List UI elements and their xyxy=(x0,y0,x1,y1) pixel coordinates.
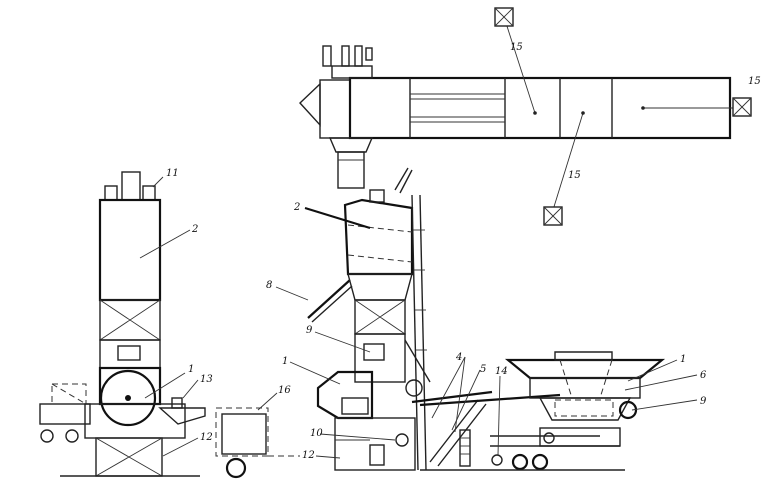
cable-top xyxy=(504,19,536,114)
side-elevation xyxy=(307,167,666,471)
side-mixer-drum xyxy=(316,370,374,420)
side-silo xyxy=(343,198,414,276)
receiving-hopper xyxy=(504,358,666,380)
callout-14: 14 xyxy=(495,366,508,377)
callout-4: 4 xyxy=(455,352,462,363)
callout-16: 16 xyxy=(278,385,291,396)
callout-12-left: 12 xyxy=(200,432,213,443)
callout-11: 11 xyxy=(166,168,179,179)
leader-lines xyxy=(139,176,698,459)
plan-top-fitting xyxy=(331,65,373,79)
cable-bottom xyxy=(552,112,584,211)
outlet-box-top xyxy=(494,7,514,27)
callout-2-left: 2 xyxy=(191,224,198,235)
callout-1-left: 1 xyxy=(188,364,194,375)
callout-12-right: 12 xyxy=(302,450,315,461)
plan-hopper xyxy=(328,137,374,153)
plan-head-block xyxy=(319,79,351,139)
callout-15-top: 15 xyxy=(510,42,523,53)
outlet-box-right xyxy=(732,97,752,117)
callout-15-right: 15 xyxy=(748,76,761,87)
end-mixer-drum xyxy=(99,369,157,427)
callout-13: 13 xyxy=(200,374,213,385)
plan-nose xyxy=(299,82,321,127)
callout-2-right: 2 xyxy=(293,202,300,213)
callout-8: 10 xyxy=(310,428,323,439)
callout-9-left: 9 xyxy=(306,325,313,336)
cart-16 xyxy=(215,407,300,479)
callout-5: 5 xyxy=(480,364,486,375)
plan-view xyxy=(299,7,752,226)
trailer-chassis xyxy=(419,393,561,407)
callout-9-right: 9 xyxy=(700,396,707,407)
end-elevation xyxy=(39,171,206,477)
callout-1-mid: 1 xyxy=(282,356,288,367)
callout-1-right: 1 xyxy=(680,354,686,365)
end-silo-body xyxy=(98,198,162,302)
callout-6: 6 xyxy=(700,370,707,381)
callout-labels: 11 2 1 13 12 16 2 8 9 1 4 5 14 10 12 1 6… xyxy=(166,42,761,461)
callout-10: 8 xyxy=(266,280,272,291)
arm-10 xyxy=(307,279,351,319)
chute xyxy=(158,407,206,425)
outlet-box-bottom xyxy=(543,206,563,226)
callout-15-bottom: 15 xyxy=(568,170,581,181)
